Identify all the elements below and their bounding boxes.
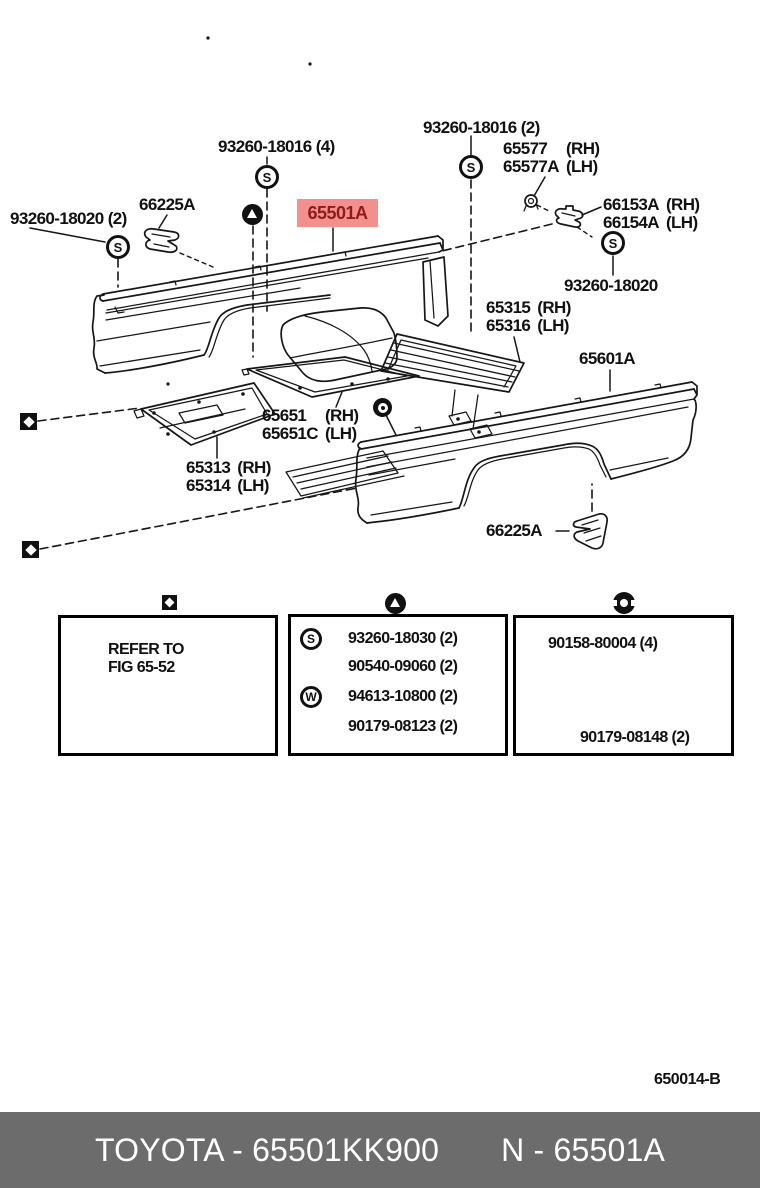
diamond-marker-icon-2 [22, 541, 39, 558]
part-side: (LH) [665, 213, 698, 232]
clip-66225a-top-drawing [143, 227, 180, 254]
washer-symbol-w-legend: W [300, 686, 322, 708]
wheelhouse-drawing [241, 307, 420, 398]
part-side: (RH) [324, 406, 359, 425]
left-panel-assembly-drawing [91, 235, 449, 374]
part-number: 65577A [503, 157, 560, 176]
hardware-box [288, 614, 508, 756]
label-93260-18020: 93260-18020 [564, 276, 658, 295]
footer-part-number: N - 65501A [501, 1131, 666, 1168]
screw-symbol-s-legend: S [300, 628, 322, 650]
screw-65577-drawing [523, 194, 539, 212]
triangle-marker-icon-legend [385, 593, 406, 614]
diamond-marker-icon-1 [20, 413, 37, 430]
w-letter: W [305, 690, 317, 704]
label-93260-18020-2: 93260-18020 (2) [10, 209, 127, 228]
part-number: 65651C [262, 424, 319, 443]
hardware-item-label: 90179-08123 (2) [348, 718, 458, 735]
label-66153a-pair: 66153A (RH) 66154A (LH) [603, 195, 700, 232]
part-side: (LH) [537, 316, 569, 335]
label-66225a-bottom: 66225A [486, 521, 543, 540]
triangle-marker-icon [242, 204, 263, 225]
right-panel-assembly-drawing [285, 381, 698, 524]
label-65313-pair: 65313 (RH) 65314 (LH) [186, 459, 271, 495]
fastener-box [513, 615, 734, 756]
part-side: (RH) [237, 458, 271, 477]
footer-part-reference: TOYOTA - 65501KK900 [94, 1131, 440, 1168]
figure-code: 650014-B [654, 1071, 721, 1088]
stray-dots [166, 36, 312, 386]
screw-symbol-s-18020: S [601, 231, 625, 255]
label-65601a: 65601A [579, 349, 636, 368]
part-side: (LH) [237, 476, 269, 495]
screw-symbol-s-18016-2: S [459, 155, 483, 179]
hardware-item-label: 94613-10800 (2) [348, 688, 458, 705]
grommet-marker-icon [373, 398, 392, 417]
part-number: 65577 [503, 139, 548, 158]
leader-lines [29, 135, 614, 532]
footer-bar: TOYOTA - 65501KK900 N - 65501A [0, 1112, 760, 1188]
part-side: (RH) [537, 298, 571, 317]
s-letter: S [466, 159, 476, 175]
part-side: (RH) [565, 139, 600, 158]
floor-panel-65315-drawing [380, 333, 525, 439]
label-65651-pair: 65651 (RH) 65651C (LH) [262, 406, 359, 443]
refer-text-line1: REFER TO [108, 641, 184, 658]
label-93260-18016-4: 93260-18016 (4) [218, 137, 335, 156]
part-number: 65313 [186, 458, 231, 477]
label-93260-18016-2: 93260-18016 (2) [423, 118, 540, 137]
floor-panel-65313-drawing [133, 382, 276, 446]
diamond-marker-icon-legend [162, 595, 177, 610]
part-number: 65315 [486, 298, 531, 317]
part-number: 65316 [486, 316, 531, 335]
fastener-nut-label: 90179-08148 (2) [580, 729, 690, 746]
s-letter: S [306, 632, 315, 646]
s-letter: S [608, 235, 618, 251]
highlighted-part-label: 65501A [297, 199, 378, 227]
hardware-item-label: 93260-18030 (2) [348, 630, 458, 647]
part-side: (RH) [665, 195, 700, 214]
part-number: 65651 [262, 406, 307, 425]
part-number: 66153A [603, 195, 660, 214]
part-side: (LH) [565, 157, 598, 176]
s-letter: S [113, 239, 123, 255]
label-65315-pair: 65315 (RH) 65316 (LH) [486, 299, 571, 335]
fastener-bolt-label: 90158-80004 (4) [548, 635, 658, 652]
part-number: 65314 [186, 476, 231, 495]
dashed-lines [37, 179, 593, 550]
nut-marker-icon-legend [612, 592, 636, 614]
refer-box [58, 615, 278, 756]
screw-symbol-s-18020-2: S [106, 235, 130, 259]
clip-66225a-bottom-drawing [572, 513, 609, 550]
label-65577-pair: 65577 (RH) 65577A (LH) [503, 139, 600, 176]
label-66225a-top: 66225A [139, 195, 196, 214]
refer-text-line2: FIG 65-52 [108, 659, 175, 676]
screw-symbol-s-18016-4: S [255, 165, 279, 189]
s-letter: S [262, 169, 272, 185]
part-number: 66154A [603, 213, 660, 232]
hardware-item-label: 90540-09060 (2) [348, 658, 458, 675]
part-side: (LH) [324, 424, 357, 443]
clip-66153a-drawing [554, 205, 584, 229]
